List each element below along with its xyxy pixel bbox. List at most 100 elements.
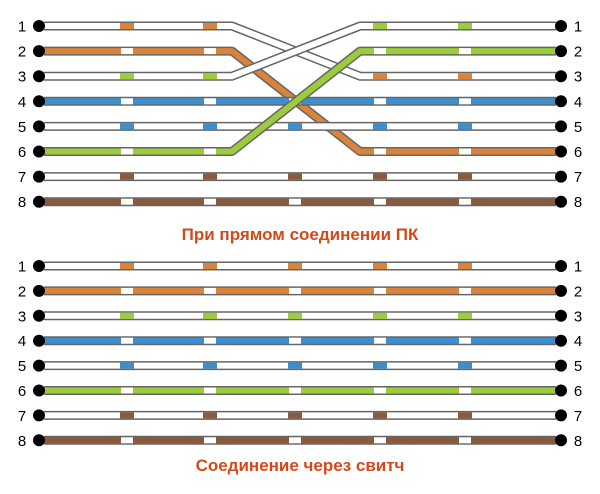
straight-stripe-mark — [203, 412, 217, 419]
straight-wire-4 — [44, 336, 556, 346]
crossover-gap-mark — [374, 98, 386, 105]
crossover-gap-mark — [289, 198, 301, 205]
crossover-left-pin-label: 8 — [18, 194, 26, 211]
straight-left-pin — [33, 260, 45, 272]
straight-stripe-mark — [373, 312, 387, 319]
crossover-wire-3 — [44, 21, 556, 81]
straight-right-pin — [555, 309, 567, 322]
straight-gap-mark — [204, 337, 216, 344]
straight-right-pin — [555, 334, 567, 347]
crossover-stripe-mark — [120, 73, 134, 80]
crossover-gap-mark — [374, 148, 386, 155]
crossover-right-pin-label: 1 — [574, 19, 582, 36]
crossover-gap-mark — [459, 48, 471, 55]
straight-right-pin-label: 6 — [574, 383, 582, 400]
crossover-stripe-mark — [203, 123, 217, 130]
straight-stripe-mark — [458, 412, 472, 419]
straight-gap-mark — [374, 387, 386, 394]
straight-stripe-mark — [203, 263, 217, 269]
crossover-stripe-mark — [373, 23, 387, 29]
straight-left-pin-label: 8 — [18, 433, 26, 450]
straight-gap-mark — [289, 337, 301, 344]
crossover-gap-mark — [374, 198, 386, 205]
crossover-right-pin-label: 7 — [574, 169, 582, 186]
straight-stripe-mark — [203, 362, 217, 369]
straight-stripe-mark — [458, 312, 472, 319]
straight-stripe-mark — [120, 412, 134, 419]
straight-right-pin — [555, 359, 567, 372]
crossover-right-pin — [555, 195, 567, 208]
crossover-right-pin — [555, 70, 567, 83]
crossover-stripe-mark — [373, 173, 387, 180]
straight-stripe-mark — [288, 263, 302, 269]
crossover-gap-mark — [121, 98, 133, 105]
crossover-gap-mark — [374, 48, 386, 55]
crossover-left-pin — [33, 195, 45, 208]
straight-stripe-mark — [288, 312, 302, 319]
crossover-gap-mark — [204, 198, 216, 205]
crossover-stripe-mark — [373, 123, 387, 130]
crossover-right-pin-label: 3 — [574, 69, 582, 86]
crossover-left-pin — [33, 95, 45, 108]
straight-wire-5 — [44, 361, 556, 371]
straight-right-pin — [555, 384, 567, 397]
crossover-stripe-mark — [288, 123, 302, 130]
crossover-right-pin-label: 6 — [574, 144, 582, 161]
straight-right-pin-label: 1 — [574, 259, 582, 276]
crossover-stripe-mark — [458, 123, 472, 130]
crossover-gap-mark — [121, 48, 133, 55]
crossover-right-pin-label: 5 — [574, 119, 582, 136]
straight-left-pin — [33, 409, 45, 422]
straight-right-pin — [555, 284, 567, 297]
straight-left-pin-label: 4 — [18, 333, 26, 350]
straight-gap-mark — [121, 337, 133, 344]
straight-right-pin-label: 3 — [574, 308, 582, 325]
straight-right-pin — [555, 409, 567, 422]
crossover-left-pin — [33, 45, 45, 58]
crossover-wire-7 — [44, 172, 556, 182]
straight-gap-mark — [289, 437, 301, 444]
crossover-right-pin — [555, 120, 567, 133]
crossover-right-pin-label: 4 — [574, 94, 582, 111]
straight-left-pin-label: 7 — [18, 408, 26, 425]
straight-gap-mark — [121, 437, 133, 444]
straight-gap-mark — [459, 287, 471, 294]
crossover-gap-mark — [204, 48, 216, 55]
straight-left-pin — [33, 284, 45, 297]
crossover-stripe-mark — [203, 23, 217, 29]
straight-wire-6 — [44, 386, 556, 395]
crossover-right-pin — [555, 20, 567, 32]
straight-gap-mark — [204, 437, 216, 444]
straight-stripe-mark — [120, 312, 134, 319]
straight-wire-8 — [44, 435, 556, 445]
straight-left-pin-label: 2 — [18, 283, 26, 300]
crossover-left-pin — [33, 70, 45, 83]
straight-left-pin — [33, 434, 45, 447]
straight-gap-mark — [374, 337, 386, 344]
straight-caption: Соединение через свитч — [196, 456, 405, 475]
straight-wire-3 — [44, 311, 556, 321]
straight-left-pin — [33, 359, 45, 372]
crossover-stripe-mark — [458, 173, 472, 180]
crossover-right-pin — [555, 145, 567, 158]
straight-wire-2 — [44, 286, 556, 296]
straight-right-pin — [555, 260, 567, 272]
crossover-wire-6 — [44, 46, 556, 156]
straight-left-pin — [33, 334, 45, 347]
straight-gap-mark — [374, 287, 386, 294]
straight-gap-mark — [459, 437, 471, 444]
crossover-left-pin-label: 7 — [18, 169, 26, 186]
crossover-gap-mark — [121, 148, 133, 155]
straight-left-pin-label: 1 — [18, 259, 26, 276]
crossover-right-pin — [555, 95, 567, 108]
crossover-gap-mark — [121, 198, 133, 205]
straight-stripe-mark — [288, 362, 302, 369]
straight-gap-mark — [121, 387, 133, 394]
straight-right-pin-label: 4 — [574, 333, 582, 350]
crossover-gap-mark — [459, 198, 471, 205]
straight-stripe-mark — [373, 263, 387, 269]
crossover-stripe-mark — [120, 23, 134, 29]
straight-right-pin-label: 8 — [574, 433, 582, 450]
straight-gap-mark — [374, 437, 386, 444]
